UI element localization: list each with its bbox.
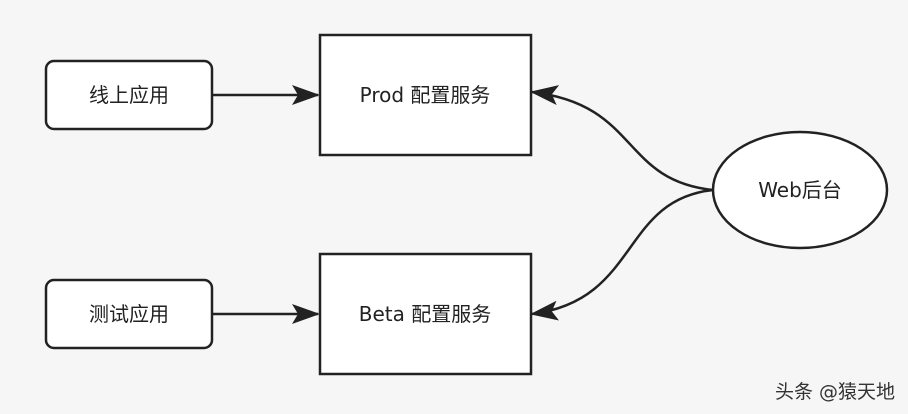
node-beta-config: Beta 配置服务 [318,252,533,376]
watermark-text: 头条 @猿天地 [775,381,895,403]
watermark: 头条 @猿天地 [775,381,895,403]
node-online-app: 线上应用 [44,59,214,131]
node-prod-config: Prod 配置服务 [318,33,533,157]
node-online-app-label: 线上应用 [89,83,169,107]
edge-web-to-prod [530,85,714,192]
node-prod-config-label: Prod 配置服务 [360,83,491,107]
node-web-admin: Web后台 [711,130,889,250]
node-test-app-label: 测试应用 [89,302,169,326]
node-test-app: 测试应用 [44,278,214,350]
node-web-admin-label: Web后台 [758,178,842,202]
edge-web-to-beta [530,188,714,321]
node-beta-config-label: Beta 配置服务 [359,302,491,326]
